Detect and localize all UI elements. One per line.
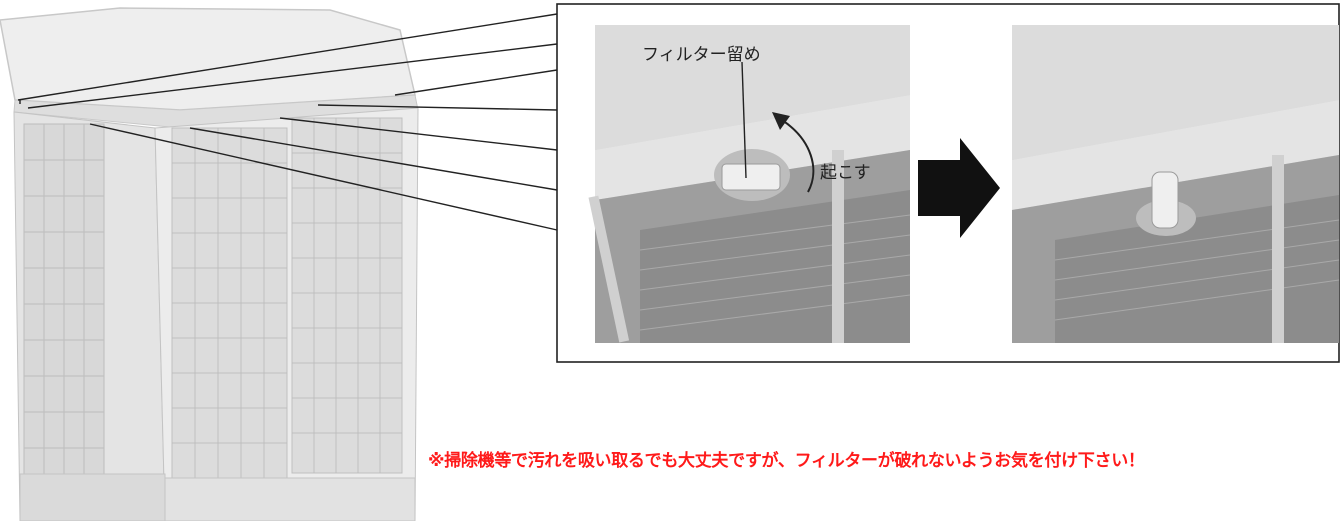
front-filter-panel-right xyxy=(291,117,403,474)
side-filter-grille xyxy=(23,123,105,475)
filter-clip-before-photo xyxy=(588,25,911,343)
right-arrow-icon xyxy=(918,138,1000,238)
front-filter-panel-left xyxy=(171,127,288,479)
raise-label: 起こす xyxy=(820,163,871,183)
filter-clip-after-photo xyxy=(1012,25,1340,343)
cleaning-caution-note: ※掃除機等で汚れを吸い取るでも大丈夫ですが、フィルターが破れないようお気を付け下… xyxy=(428,451,1145,471)
callout-leader-lines xyxy=(17,13,558,231)
filter-clip-label: フィルター留め xyxy=(642,45,761,65)
